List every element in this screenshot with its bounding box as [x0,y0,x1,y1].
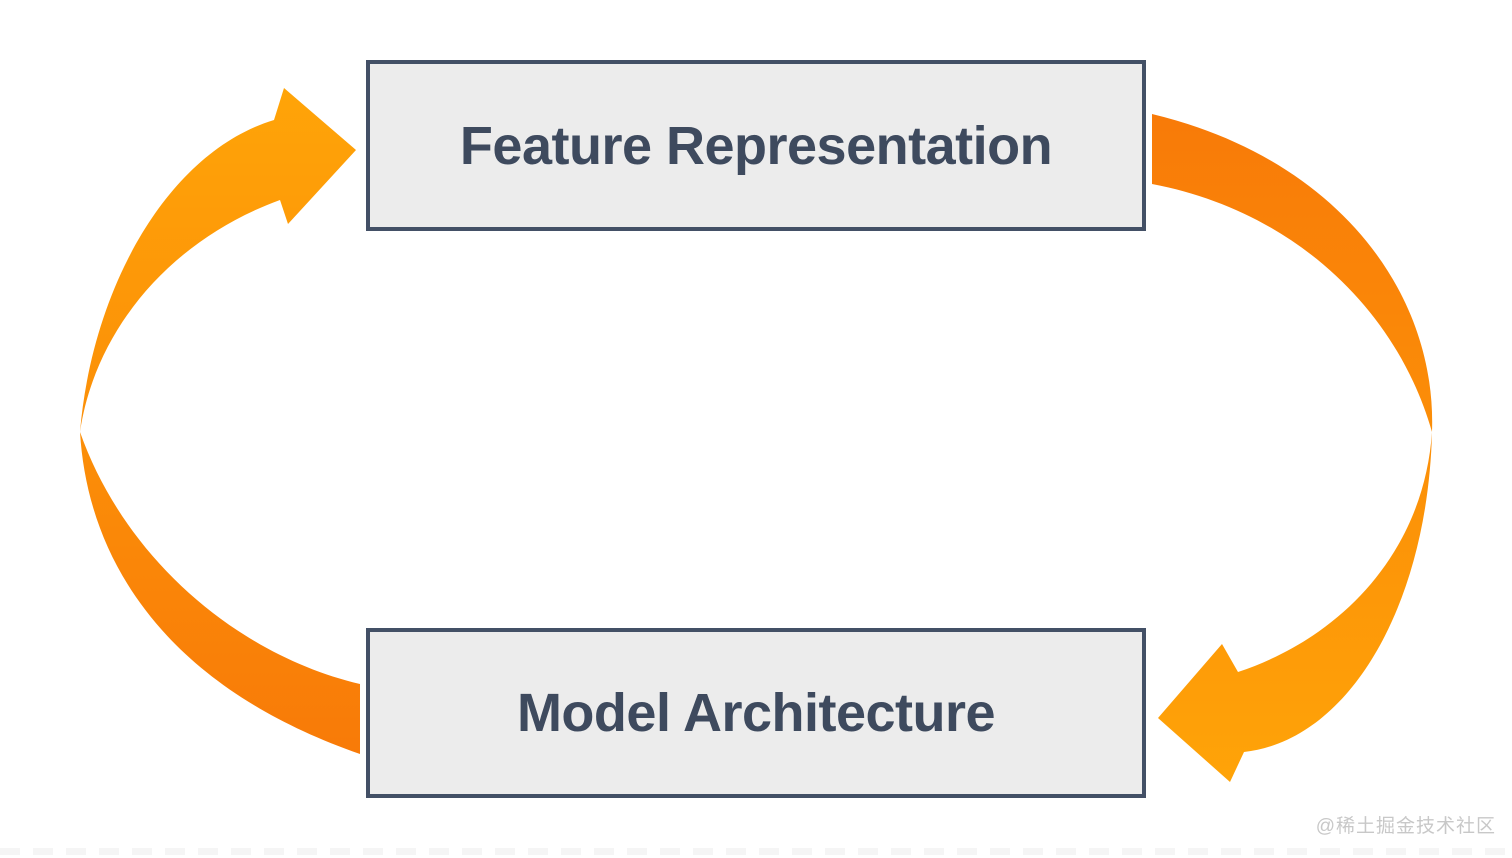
node-model-architecture: Model Architecture [366,628,1146,798]
watermark-text: @稀土掘金技术社区 [1315,816,1496,837]
node-model-architecture-label: Model Architecture [516,683,996,743]
left-up-cycle-arrow-icon [80,88,360,754]
right-down-cycle-arrow-icon [1152,114,1433,782]
node-feature-representation-label: Feature Representation [459,115,1053,176]
node-feature-representation: Feature Representation [366,60,1146,231]
bottom-dashed-strip [0,848,1512,855]
